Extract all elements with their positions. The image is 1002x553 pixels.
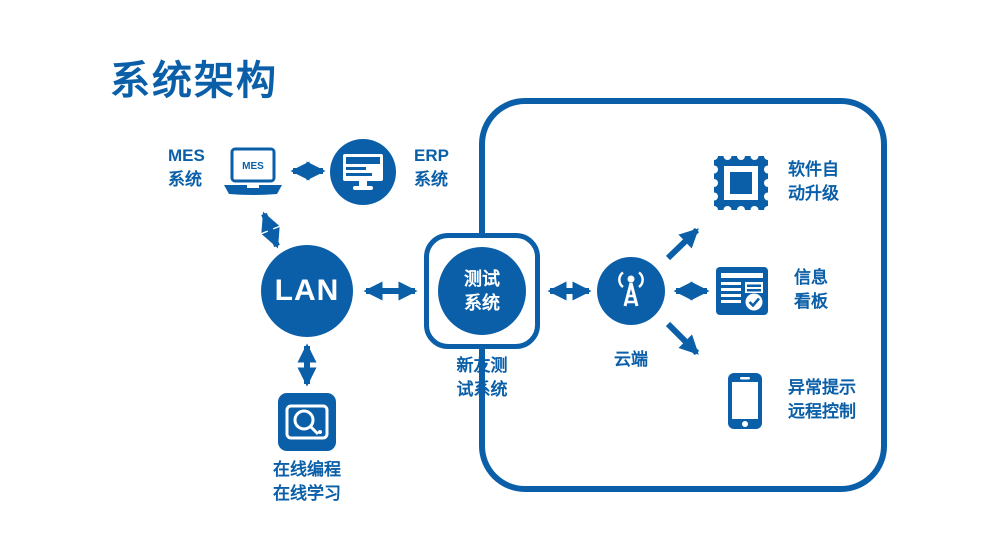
upgrade-label-line1: 软件自 <box>788 160 839 179</box>
mes-label-line1: MES <box>168 146 205 165</box>
phone-node <box>728 373 762 434</box>
cloud-node <box>597 257 665 325</box>
upgrade-label-line2: 动升级 <box>788 184 839 203</box>
board-node <box>716 267 768 320</box>
dashboard-icon <box>716 267 768 315</box>
test-circle-line1: 测试 <box>464 269 500 289</box>
test-caption-line2: 试系统 <box>456 380 508 399</box>
test-system-node: 测试 系统 <box>438 247 526 335</box>
arrow-lan-mes <box>261 211 280 249</box>
laptop-icon: MES <box>224 147 282 195</box>
page-title: 系统架构 <box>110 59 278 103</box>
phone-label-line1: 异常提示 <box>788 378 856 397</box>
cloud-caption: 云端 <box>614 350 648 369</box>
online-caption: 在线编程 在线学习 <box>243 458 371 506</box>
mes-label: MES 系统 <box>168 144 205 192</box>
monitor-icon <box>343 154 383 190</box>
online-node <box>278 393 336 456</box>
erp-label: ERP 系统 <box>414 144 449 192</box>
board-label-line1: 信息 <box>794 268 828 287</box>
erp-label-line1: ERP <box>414 146 449 165</box>
mes-node: MES <box>222 146 284 203</box>
test-caption-line1: 新友测 <box>456 356 508 375</box>
lan-label: LAN <box>274 274 340 307</box>
antenna-icon <box>618 271 644 307</box>
online-caption-line2: 在线学习 <box>273 484 341 503</box>
laptop-screen-text: MES <box>242 161 264 172</box>
phone-label: 异常提示 远程控制 <box>788 376 856 424</box>
online-caption-line1: 在线编程 <box>273 460 341 479</box>
lan-node: LAN <box>261 245 353 337</box>
upgrade-node <box>710 152 772 215</box>
mes-label-line2: 系统 <box>168 170 202 189</box>
board-label-line2: 看板 <box>794 292 828 311</box>
test-circle-line2: 系统 <box>464 293 500 313</box>
magnifier-drive-icon <box>278 393 336 451</box>
erp-node <box>330 139 396 205</box>
stamp-icon <box>710 152 772 214</box>
phone-label-line2: 远程控制 <box>788 402 856 421</box>
test-system-caption: 新友测 试系统 <box>424 354 540 402</box>
erp-label-line2: 系统 <box>414 170 448 189</box>
phone-icon <box>728 373 762 429</box>
board-label: 信息 看板 <box>794 266 828 314</box>
upgrade-label: 软件自 动升级 <box>788 158 839 206</box>
